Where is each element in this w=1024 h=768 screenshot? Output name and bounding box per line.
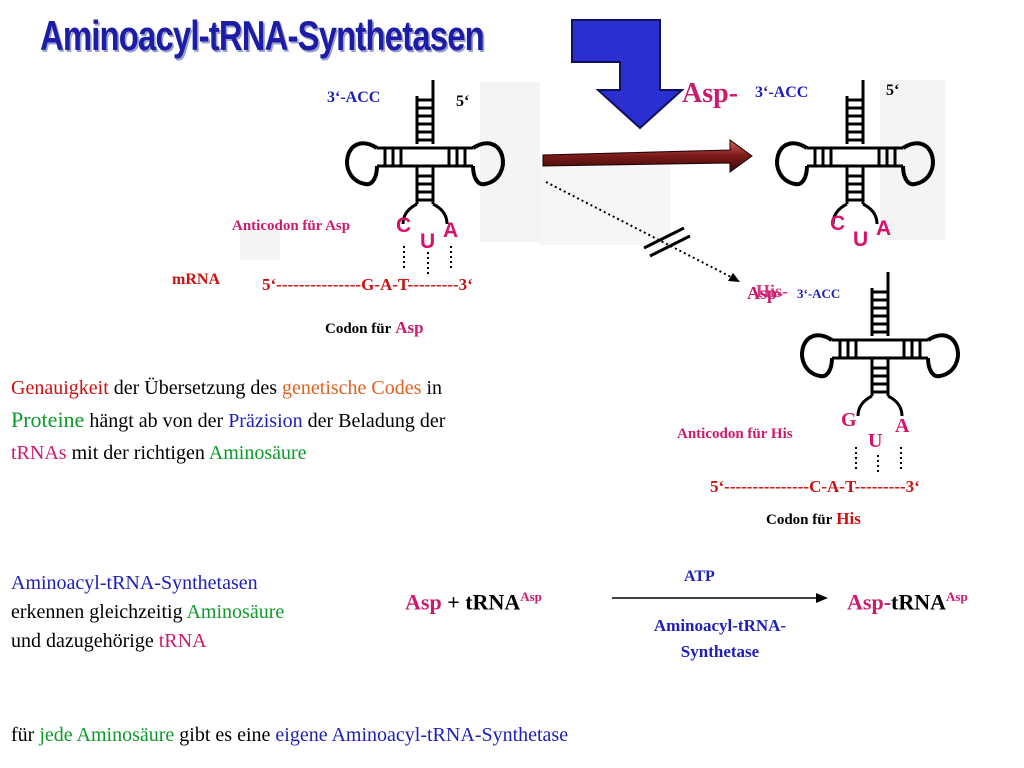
word-jede-aminosaeure: jede Aminosäure	[39, 724, 175, 746]
his-anticodon-base-1: G	[841, 409, 857, 431]
trna-3-end-label: 3‘-ACC	[327, 89, 381, 106]
charged-anticodon-base-1: C	[830, 212, 846, 235]
reaction-plus-trna: + tRNA	[441, 589, 521, 615]
charged-5-end-label: 5‘	[886, 82, 900, 99]
word-praezision: Präzision	[228, 410, 303, 432]
anticodon-base-3: A	[443, 219, 459, 242]
anticodon-base-2: U	[420, 230, 436, 253]
word-eigene-synthetase: eigene Aminoacyl-tRNA-Synthetase	[275, 724, 569, 746]
mrna-label: mRNA	[172, 271, 220, 288]
anticodon-asp-label: Anticodon für Asp	[232, 218, 351, 234]
page-title: Aminoacyl-tRNA-Synthetasen	[40, 12, 485, 59]
text: für	[11, 724, 40, 746]
his-anticodon-base-2: U	[868, 430, 883, 452]
reaction-right-aa: Asp-	[847, 589, 892, 615]
his-anticodon-base-3: A	[895, 415, 910, 437]
codon-asp-caption: Codon für Asp	[325, 318, 424, 338]
anticodon-base-1: C	[396, 214, 412, 237]
reaction-left: Asp + tRNAAsp	[405, 589, 542, 615]
word-aminosaeure: Aminosäure	[208, 442, 307, 464]
text: der Beladung der	[302, 410, 446, 432]
trna-5-end-label: 5‘	[456, 93, 470, 110]
charged-aa-label: Asp-	[682, 78, 739, 109]
codon-his-aa: His	[836, 509, 861, 528]
paragraph-accuracy: Genauigkeit der Übersetzung des genetisc…	[11, 372, 445, 469]
anticodon-his-label: Anticodon für His	[677, 426, 793, 442]
codon-his-caption: Codon für His	[766, 509, 861, 529]
reaction-right: Asp-tRNAAsp	[847, 589, 968, 615]
text: in	[421, 377, 442, 399]
text: hängt ab von der	[84, 410, 229, 432]
word-proteine: Proteine	[11, 407, 85, 432]
codon-prefix: Codon für	[325, 321, 392, 337]
text: und dazugehörige	[11, 630, 159, 652]
mrna-sequence-asp: 5‘---------------G-A-T---------3‘	[262, 275, 473, 294]
charged-3-end-label: 3‘-ACC	[755, 84, 809, 101]
codon-his-prefix: Codon für	[766, 512, 833, 528]
paragraph-synthetases: Aminoacyl-tRNA-Synthetasen erkennen glei…	[11, 569, 284, 656]
enzyme-line2: Synthetase	[680, 642, 760, 661]
text: gibt es eine	[174, 724, 276, 746]
reaction-right-trna: tRNA	[891, 589, 947, 615]
synthetase-heading: Aminoacyl-tRNA-Synthetasen	[11, 572, 258, 594]
charged-anticodon-base-3: A	[876, 217, 892, 240]
reaction-left-sup: Asp	[520, 589, 542, 604]
word-genetic-code: genetische Codes	[282, 377, 422, 399]
text: erkennen gleichzeitig	[11, 601, 187, 623]
reaction-right-sup: Asp	[946, 589, 968, 604]
codon-aa: Asp	[395, 318, 424, 337]
text: mit der richtigen	[66, 442, 209, 464]
his-3-end-label: 3‘-ACC	[797, 286, 841, 301]
charged-anticodon-base-2: U	[853, 228, 869, 251]
his-aa-overlap-a: Asp-	[747, 283, 784, 303]
footer-statement: für jede Aminosäure gibt es eine eigene …	[11, 724, 568, 747]
word-trna: tRNA	[158, 630, 207, 652]
enzyme-label: Aminoacyl-tRNA- Synthetase	[631, 613, 809, 665]
word-genauigkeit: Genauigkeit	[11, 377, 109, 399]
enzyme-line1: Aminoacyl-tRNA-	[653, 616, 787, 635]
atp-label: ATP	[684, 568, 715, 585]
text: der Übersetzung des	[108, 377, 283, 399]
his-aa-overlap-b: His-	[756, 281, 789, 301]
mrna-sequence-his: 5‘---------------C-A-T---------3‘	[710, 477, 920, 496]
word-aminosaeure-2: Aminosäure	[186, 601, 285, 623]
word-trnas: tRNAs	[11, 442, 67, 464]
reaction-left-aa: Asp	[405, 589, 442, 615]
